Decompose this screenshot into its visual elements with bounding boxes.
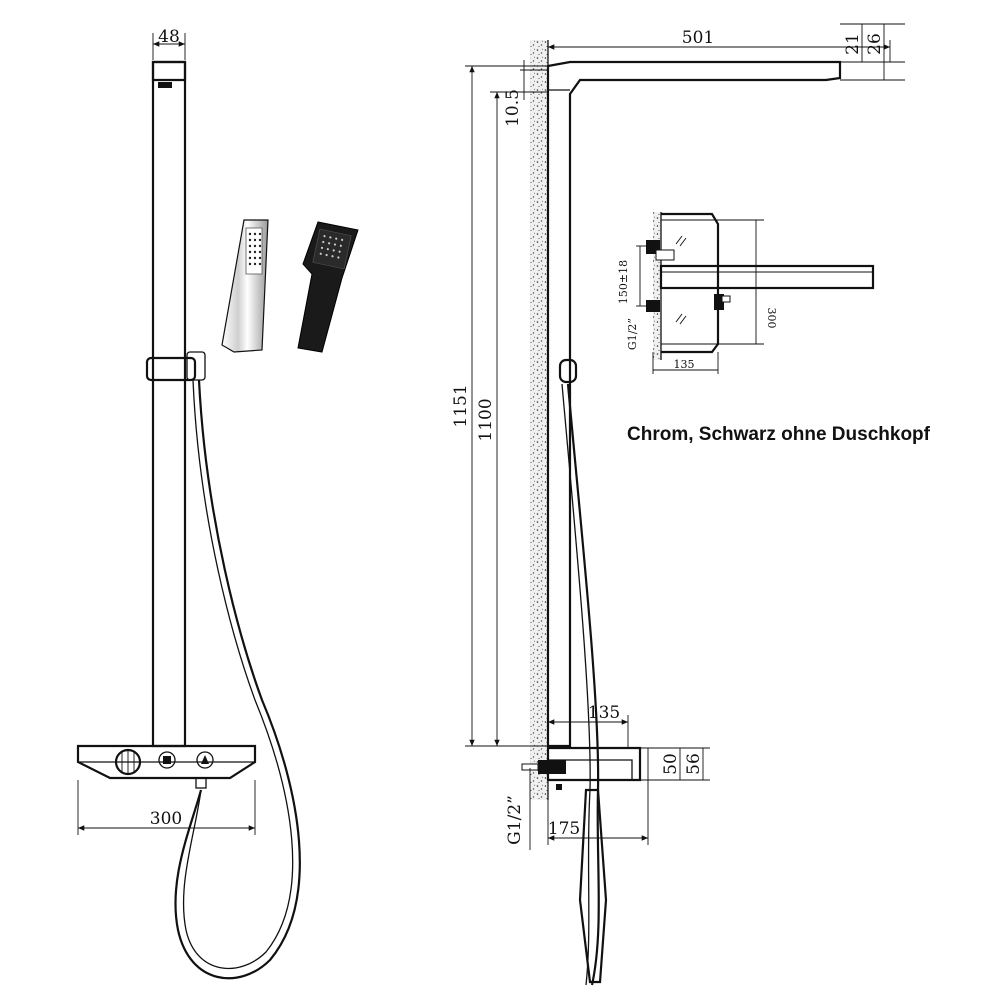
detail-dim-depth: 135 (652, 352, 719, 374)
dim-front-bar-width: 48 (152, 27, 186, 60)
side-slider (558, 358, 578, 384)
slider-holder (145, 356, 197, 382)
wall (530, 40, 548, 800)
hand-shower-black (297, 221, 359, 353)
dim-label-300: 300 (150, 809, 182, 829)
dim-side-arm-length: 501 (547, 28, 891, 62)
detail-pipe (659, 264, 875, 290)
dim-label-1151: 1151 (451, 384, 471, 427)
detail-label-spacing: 150±18 (617, 260, 630, 304)
dim-label-175: 175 (548, 819, 580, 839)
dim-label-48: 48 (158, 27, 180, 47)
front-shower-bar (151, 60, 187, 748)
dim-label-135: 135 (588, 703, 620, 723)
hose-outlet (195, 777, 207, 789)
detail-label-300: 300 (765, 308, 778, 329)
dim-front-shelf-width: 300 (77, 780, 256, 835)
detail-dim-spacing: 150±18 (617, 245, 650, 307)
dim-label-g12: G1/2” (505, 795, 525, 845)
top-cap (151, 60, 187, 82)
side-hand-shower (578, 788, 608, 984)
dim-label-50: 50 (661, 753, 681, 775)
dim-label-501: 501 (682, 28, 714, 48)
wall-connector (538, 760, 566, 774)
dim-side-total-height: 1151 (451, 65, 548, 747)
detail-wall (653, 212, 661, 360)
product-caption: Chrom, Schwarz ohne Duschkopf (627, 424, 930, 445)
button-overhead-icon (158, 751, 176, 769)
shower-arm-and-bar (546, 60, 842, 748)
shower-hose (174, 379, 301, 980)
side-hose (566, 383, 600, 986)
detail-label-thread: G1/2” (626, 318, 639, 350)
dim-side-arm-thickness: 21 26 (840, 23, 905, 81)
dim-side-base-depth: 175 (547, 748, 649, 845)
dim-side-shelf-height: 50 56 (640, 747, 710, 781)
holder-clip (186, 351, 206, 381)
dim-side-thread: G1/2” (505, 768, 531, 850)
dim-side-shelf-depth: 135 (547, 703, 629, 748)
cap-slot (158, 82, 172, 88)
detail-view: 300 150±18 G1/2” 135 (617, 212, 875, 374)
dim-label-1100: 1100 (476, 398, 496, 441)
dim-side-bar-height: 1100 (476, 91, 548, 746)
side-view: 501 21 26 10.5 1151 (451, 23, 905, 986)
hand-shower-chrome (221, 219, 269, 353)
detail-label-135: 135 (674, 358, 695, 371)
dim-label-10-5: 10.5 (503, 89, 523, 127)
dim-side-offset: 10.5 (503, 60, 548, 127)
front-view: 48 300 (76, 27, 301, 980)
dim-label-21: 21 (843, 33, 863, 55)
dim-label-26: 26 (865, 33, 885, 55)
dim-label-56: 56 (684, 753, 704, 775)
button-hand-shower-icon (196, 751, 214, 769)
detail-thermostat-body (661, 212, 720, 354)
